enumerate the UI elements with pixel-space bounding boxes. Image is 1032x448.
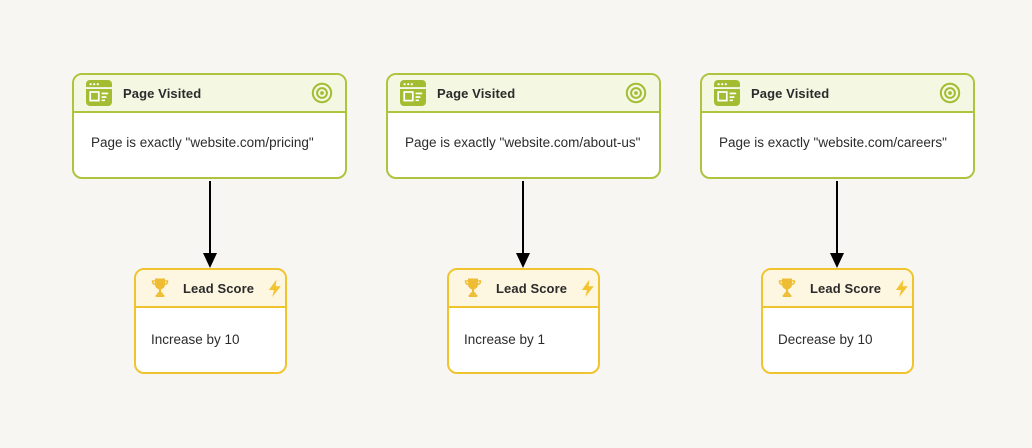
node-title: Lead Score bbox=[810, 280, 882, 296]
node-header: Page Visited bbox=[388, 75, 659, 113]
trophy-icon bbox=[775, 276, 799, 300]
trigger-node-page-visited[interactable]: Page Visited Page is exactly "website.co… bbox=[386, 73, 661, 179]
browser-page-icon bbox=[86, 80, 112, 106]
target-icon bbox=[939, 82, 961, 104]
trophy-icon bbox=[461, 276, 485, 300]
node-title: Page Visited bbox=[751, 85, 830, 101]
node-header: Lead Score bbox=[449, 270, 598, 308]
trigger-node-page-visited[interactable]: Page Visited Page is exactly "website.co… bbox=[72, 73, 347, 179]
node-action: Increase by 10 bbox=[151, 332, 240, 347]
connector-arrow bbox=[829, 181, 845, 269]
node-action: Decrease by 10 bbox=[778, 332, 873, 347]
browser-page-icon bbox=[400, 80, 426, 106]
action-node-lead-score[interactable]: Lead Score Increase by 1 bbox=[447, 268, 600, 374]
node-title: Lead Score bbox=[183, 280, 255, 296]
node-header: Page Visited bbox=[702, 75, 973, 113]
lightning-bolt-icon bbox=[265, 278, 285, 298]
target-icon bbox=[311, 82, 333, 104]
action-node-lead-score[interactable]: Lead Score Increase by 10 bbox=[134, 268, 287, 374]
connector-arrow bbox=[515, 181, 531, 269]
node-title: Page Visited bbox=[123, 85, 202, 101]
trigger-node-page-visited[interactable]: Page Visited Page is exactly "website.co… bbox=[700, 73, 975, 179]
lightning-bolt-icon bbox=[578, 278, 598, 298]
connector-arrow bbox=[202, 181, 218, 269]
node-action: Increase by 1 bbox=[464, 332, 546, 347]
lightning-bolt-icon bbox=[892, 278, 912, 298]
trophy-icon bbox=[148, 276, 172, 300]
node-header: Lead Score bbox=[136, 270, 285, 308]
node-header: Page Visited bbox=[74, 75, 345, 113]
browser-page-icon bbox=[714, 80, 740, 106]
action-node-lead-score[interactable]: Lead Score Decrease by 10 bbox=[761, 268, 914, 374]
node-condition: Page is exactly "website.com/careers" bbox=[719, 135, 947, 150]
node-header: Lead Score bbox=[763, 270, 912, 308]
node-title: Page Visited bbox=[437, 85, 516, 101]
node-title: Lead Score bbox=[496, 280, 568, 296]
node-condition: Page is exactly "website.com/about-us" bbox=[405, 135, 641, 150]
node-condition: Page is exactly "website.com/pricing" bbox=[91, 135, 314, 150]
target-icon bbox=[625, 82, 647, 104]
